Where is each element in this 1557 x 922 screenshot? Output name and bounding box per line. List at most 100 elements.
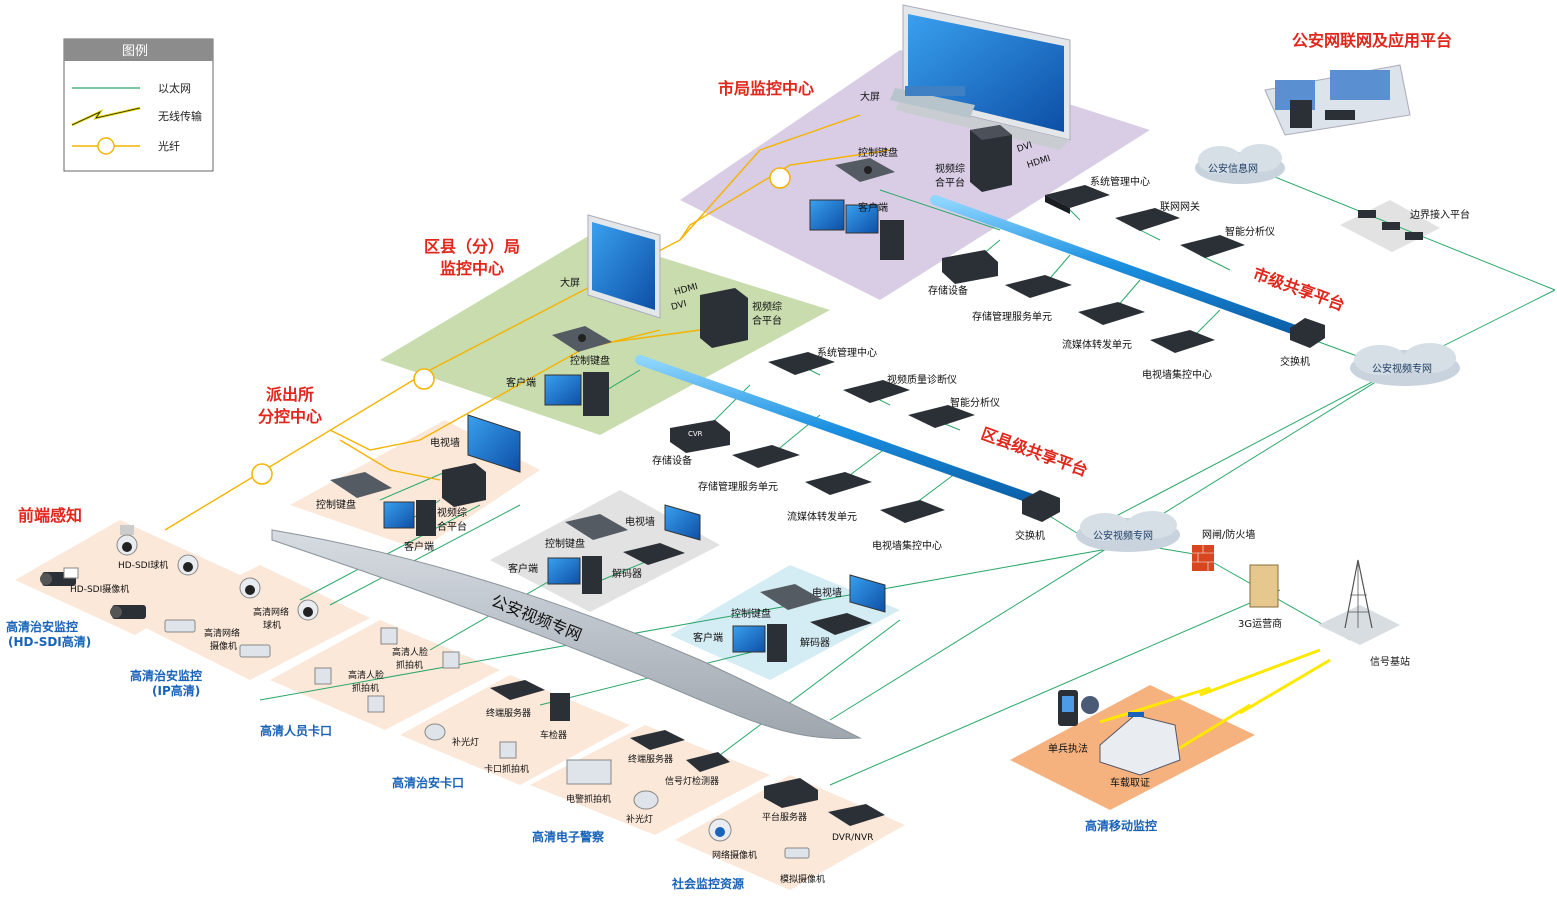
district-share-title: 区县级共享平台 [979,424,1091,480]
blue-keyboard-label: 控制键盘 [731,607,771,620]
operator-icon [1249,564,1279,608]
police-car-label: 车载取证 [1110,776,1150,789]
station-keyboard-icon [330,472,392,498]
city-big-screen-label: 大屏 [860,90,880,103]
gray-decoder-label: 解码器 [612,567,642,580]
backbone-band [271,529,862,740]
base-station-icon [1318,559,1400,645]
district-title-2: 监控中心 [440,259,504,278]
fiber-links [164,114,891,531]
ip-camera-label-1: 高清网络 [204,627,240,639]
district-client-label: 客户端 [506,376,536,389]
city-storage-mgmt-label: 存储管理服务单元 [972,310,1052,323]
police-car-icon [1099,712,1181,776]
net-camera-icon [708,818,732,842]
district-storage-mgmt-label: 存储管理服务单元 [698,480,778,493]
info-net-label: 公安信息网 [1208,162,1258,175]
police-fill-light-label: 补光灯 [626,813,653,825]
city-storage-mgmt-icon [1005,275,1072,298]
district-platform-label-2: 合平台 [752,314,782,327]
district-keyboard-icon [552,326,612,352]
district-tvwall-icon [880,500,945,523]
gray-tvwall-label: 电视墙 [625,515,655,528]
district-video-net-cloud: 公安视频专网 [1076,511,1180,552]
district-cvr-label: CVR [688,430,703,438]
mobile-section-label: 高清移动监控 [1085,818,1157,833]
blue-decoder-icon [810,613,872,635]
gate-camera-icon [499,741,517,759]
city-platform-icon [970,125,1012,192]
city-switch-icon [1290,318,1325,348]
city-sysmgmt-label: 系统管理中心 [1090,175,1150,188]
band-police [530,725,770,835]
base-station-label: 信号基站 [1370,655,1410,668]
legend-title: 图例 [122,44,148,59]
signal-detector-label: 信号灯检测器 [665,775,719,787]
city-switch-label: 交换机 [1280,355,1310,368]
city-gateway-icon [1115,208,1180,231]
analog-camera-label: 模拟摄像机 [780,873,825,885]
hdsdi-camera-icon [40,567,79,586]
gate-term-server-icon [490,680,545,700]
district-share-pipe [635,355,1040,505]
gate-camera-label: 卡口抓拍机 [484,763,529,775]
blue-decoder-label: 解码器 [800,636,830,649]
station-tvwall-label: 电视墙 [430,436,460,449]
band-social [675,775,905,890]
district-storage-mgmt-icon [732,445,800,468]
district-stream-icon [805,472,872,495]
band-face [270,620,500,730]
blue-client-icon [732,624,787,662]
gate-fill-light-icon [424,723,446,741]
city-video-net-cloud: 公安视频专网 [1350,343,1460,386]
hdsdi-camera-label: HD-SDI摄像机 [70,583,129,595]
wireless-link-icon [1099,648,1331,762]
district-platform-icon [700,288,748,348]
police-camera-label: 电警抓拍机 [566,793,611,805]
district-switch-icon [1022,490,1060,522]
city-keyboard-label: 控制键盘 [858,146,898,159]
station-platform-icon [442,463,486,507]
face-label-3: 高清人脸 [348,669,384,681]
legend-wireless: 无线传输 [158,109,202,123]
district-big-screen-label: 大屏 [560,276,580,289]
station-keyboard-label: 控制键盘 [316,498,356,511]
district-video-net-label: 公安视频专网 [1093,529,1153,542]
city-console-icon [890,86,975,118]
city-platform-label-2: 合平台 [935,176,965,189]
net-camera-label: 网络摄像机 [712,849,757,861]
station-client-icon [383,500,436,536]
city-video-net-label: 公安视频专网 [1372,362,1432,375]
gate-section-label: 高清治安卡口 [392,775,464,790]
district-analyzer-icon [908,405,975,428]
gray-tvwall-icon [664,504,701,541]
hdsdi-section-label-2: (HD-SDI高清) [8,634,91,649]
blue-client-label: 客户端 [693,631,723,644]
city-keyboard-icon [835,158,895,182]
public-app-platform-icon [1264,64,1411,136]
firewall-icon [1192,545,1214,571]
face-label-1: 高清人脸 [392,646,428,658]
firewall-label: 网闸/防火墙 [1202,528,1255,541]
police-term-server-icon [630,730,685,750]
district-quality-label: 视频质量诊断仪 [887,373,957,386]
city-share-pipe [930,195,1300,335]
gray-keyboard-label: 控制键盘 [545,537,585,550]
station-platform-label-2: 合平台 [437,520,467,533]
police-camera-icon [566,759,612,785]
city-center-title: 市局监控中心 [718,79,814,98]
city-client-icon [809,199,904,260]
city-sysmgmt-icon [1045,185,1110,214]
ip-camera-label-2: 摄像机 [210,640,237,652]
legend-ethernet: 以太网 [158,82,191,95]
ip-section-label-2: (IP高清) [152,683,200,698]
city-share-title: 市级共享平台 [1251,264,1348,315]
blue-tvwall-icon [849,574,886,613]
gate-fill-light-label: 补光灯 [452,736,479,748]
gray-client-icon [547,556,602,594]
city-dvi-label: DVI [1016,141,1034,155]
city-stream-label: 流媒体转发单元 [1062,338,1132,351]
district-video-wall-icon [587,214,661,319]
station-tvwall-icon [467,414,521,473]
